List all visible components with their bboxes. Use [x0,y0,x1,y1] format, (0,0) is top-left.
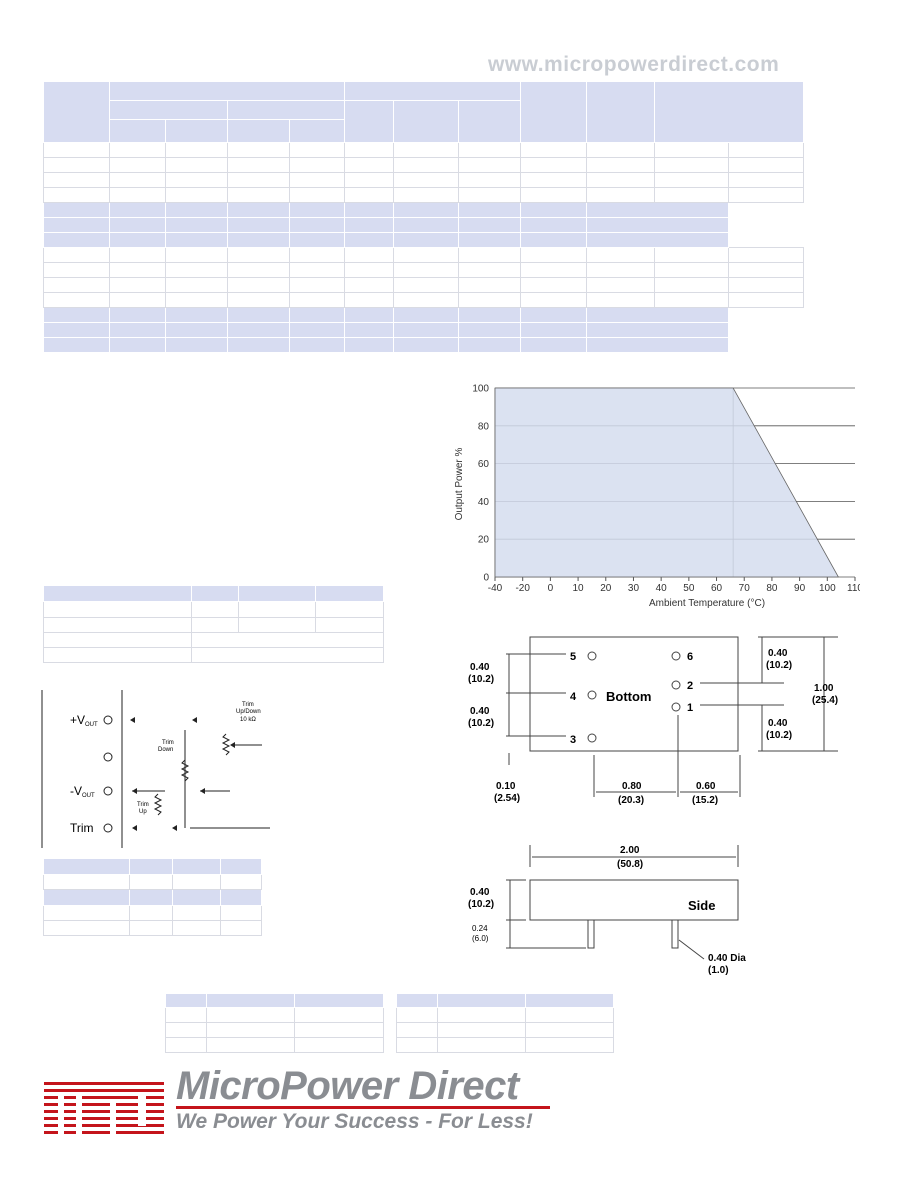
pin-4 [587,690,597,700]
pin-table-left [165,993,384,1053]
trim-table [43,858,262,936]
chart-y-tick-label: 40 [478,497,490,508]
chart-area-series [494,387,840,578]
pin-label-3: 3 [570,734,576,746]
side-view-title: Side [688,898,715,913]
chart-x-tick-label: 80 [766,583,778,594]
dim-right-bottom: 0.40(10.2) [766,718,792,741]
spec-table [43,81,805,353]
dim-left-bottom: 0.10(2.54) [494,781,520,804]
pin-label-6: 6 [687,651,693,663]
pin-table-right [396,993,614,1053]
pin-label-4: 4 [570,691,577,703]
pin-vout-plus [103,715,113,725]
dim-left-mid: 0.40(10.2) [468,706,494,729]
brand-underline [176,1106,550,1109]
derating-chart: 0 20 40 60 80 100 -40 -20 0 10 20 30 40 50 60 70 80 90 100… [454,384,860,610]
trim-label: Trim [70,821,94,835]
pin-5 [587,651,597,661]
pin-vout-minus [103,786,113,796]
pin-side-right [671,919,679,949]
chart-x-tick-label: -20 [515,583,530,594]
side-view-diagram: 2.00(50.8) Side 0.40(10.2) 0.24(6.0) 0.4… [468,845,746,975]
chart-y-tick-label: 100 [472,384,489,395]
chart-x-tick-label: 50 [683,583,695,594]
dim-right-overall: 1.00(25.4) [812,683,838,706]
bottom-view-diagram: Bottom 5 6 2 4 1 3 0.40(10.2) 0.40(10.2)… [468,636,838,806]
vout-plus-label: +VOUT [70,713,98,728]
pin-unused [103,752,113,762]
pin-label-5: 5 [570,651,576,663]
chart-x-tick-label: 10 [573,583,585,594]
chart-tick-labels: 0 20 40 60 80 100 -40 -20 0 10 20 30 40 50 60 70 80 90 100… [472,384,860,595]
pin-side-left [587,919,595,949]
module-outline-bottom [529,636,739,752]
chart-x-tick-label: 0 [548,583,554,594]
module-outline-side [529,879,739,921]
brand-tagline: We Power Your Success - For Less! [176,1110,533,1133]
dim-side-height: 0.40(10.2) [468,887,494,910]
chart-x-tick-label: 60 [711,583,723,594]
dim-side-width: 2.00(50.8) [617,845,643,870]
chart-y-tick-label: 0 [483,573,489,584]
chart-x-tick-label: 70 [739,583,751,594]
chart-y-tick-label: 60 [478,459,490,470]
dim-left-top: 0.40(10.2) [468,662,494,685]
dim-bottom-mid: 0.80(20.3) [618,781,644,806]
chart-x-tick-label: 30 [628,583,640,594]
dim-side-pin-length: 0.24(6.0) [472,924,489,943]
chart-x-tick-label: 90 [794,583,806,594]
chart-y-axis-label: Output Power % [454,447,465,520]
site-url[interactable]: www.micropowerdirect.com [488,53,780,76]
chart-x-tick-label: -40 [488,583,503,594]
dim-bottom-right: 0.60(15.2) [692,781,718,806]
chart-x-tick-label: 40 [656,583,668,594]
chart-y-tick-label: 20 [478,535,490,546]
pin-label-2: 2 [687,680,693,692]
bottom-view-title: Bottom [606,689,652,704]
pin-label-1: 1 [687,702,693,714]
dim-right-top: 0.40(10.2) [766,648,792,671]
pin-3 [587,733,597,743]
pin-2 [671,680,681,690]
brand-name: MicroPower Direct [176,1064,519,1108]
pin-trim [103,823,113,833]
chart-x-tick-label: 20 [600,583,612,594]
pin-6 [671,651,681,661]
small-spec-table [43,585,384,663]
dim-side-pin-dia: 0.40 Dia(1.0) [708,953,746,975]
chart-x-tick-label: 100 [819,583,836,594]
chart-y-tick-label: 80 [478,421,490,432]
vout-minus-label: -VOUT [70,784,95,799]
mpd-logo [44,1072,164,1138]
chart-x-tick-label: 110 [847,583,860,594]
pin-1 [671,702,681,712]
chart-x-axis-label: Ambient Temperature (°C) [649,598,765,609]
